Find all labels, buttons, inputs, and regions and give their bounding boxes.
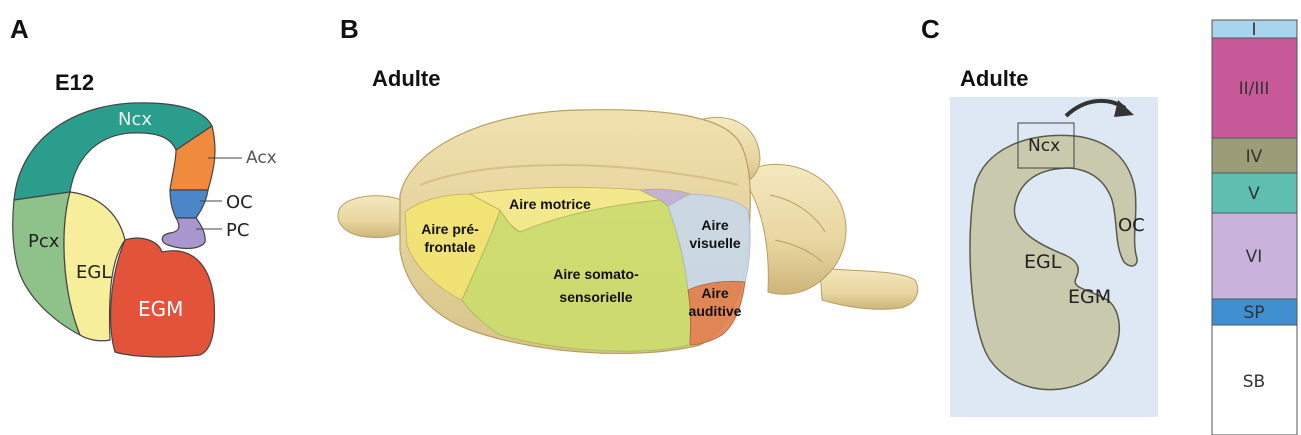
- auditory-label-2: auditive: [689, 303, 742, 319]
- panel-a: A E12 Ncx Acx OC PC Pcx EGL EGM: [10, 14, 277, 357]
- prefrontal-label-2: frontale: [424, 239, 476, 255]
- panel-a-letter: A: [10, 14, 29, 44]
- visual-label-2: visuelle: [689, 235, 741, 251]
- pcx-label: Pcx: [28, 231, 60, 252]
- pc-label: PC: [226, 220, 249, 241]
- layer-label-iv: IV: [1246, 147, 1263, 167]
- panel-c: C Adulte Ncx OC EGL EGM: [921, 14, 1158, 417]
- c-oc-label: OC: [1118, 215, 1145, 236]
- somato-label-1: Aire somato-: [553, 266, 639, 282]
- egm-label: EGM: [138, 297, 183, 321]
- panel-c-title: Adulte: [960, 66, 1028, 91]
- cortical-layers: I II/III IV V VI SP SB: [1212, 20, 1297, 435]
- somato-label-2: sensorielle: [559, 289, 632, 305]
- layer-label-v: V: [1248, 184, 1260, 204]
- acx-label: Acx: [246, 148, 277, 168]
- panel-b-title: Adulte: [372, 66, 440, 91]
- auditory-label-1: Aire: [701, 285, 728, 301]
- layer-label-ii-iii: II/III: [1239, 79, 1270, 99]
- c-egl-label: EGL: [1024, 251, 1062, 273]
- pc-region: [162, 218, 205, 248]
- oc-label: OC: [226, 192, 253, 213]
- olfactory-bulb: [338, 196, 408, 238]
- panel-b-letter: B: [340, 14, 359, 44]
- layer-label-vi: VI: [1246, 247, 1263, 267]
- c-egm-label: EGM: [1068, 286, 1111, 308]
- brainstem: [820, 268, 918, 309]
- oc-region: [170, 190, 208, 218]
- panel-c-letter: C: [921, 14, 940, 44]
- layer-label-sp: SP: [1243, 303, 1264, 323]
- egl-label: EGL: [76, 262, 111, 283]
- panel-a-title: E12: [55, 70, 94, 95]
- visual-label-1: Aire: [701, 217, 728, 233]
- motor-label: Aire motrice: [509, 196, 591, 212]
- prefrontal-label-1: Aire pré-: [421, 221, 479, 237]
- ncx-label: Ncx: [118, 109, 152, 130]
- c-ncx-label: Ncx: [1028, 136, 1060, 156]
- panel-b: B Adulte Aire pré- frontale Aire motrice: [338, 14, 918, 353]
- layer-label-sb: SB: [1243, 372, 1265, 392]
- layer-label-i: I: [1251, 20, 1256, 40]
